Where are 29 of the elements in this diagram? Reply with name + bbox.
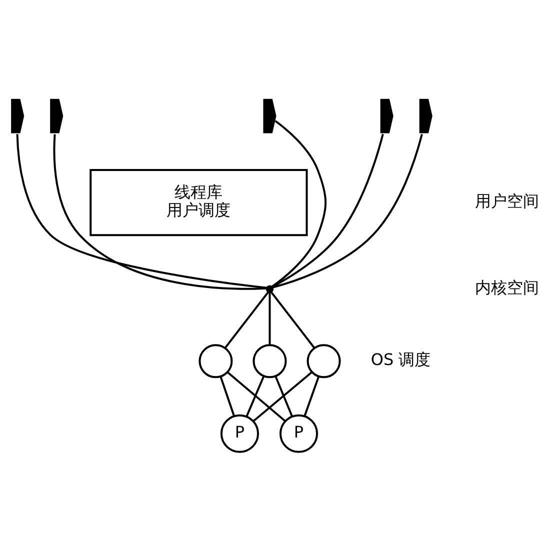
connector xyxy=(272,134,423,288)
node-circle xyxy=(252,344,287,378)
connector xyxy=(246,376,265,417)
label: 用户空间 xyxy=(474,191,539,210)
node-circle: P xyxy=(220,414,259,453)
connector xyxy=(274,376,294,417)
label: OS 调度 xyxy=(370,350,431,369)
connector xyxy=(252,371,312,422)
connector xyxy=(16,134,268,289)
node-squiggle xyxy=(419,98,432,134)
connector xyxy=(220,376,236,416)
node-squiggle xyxy=(50,98,64,134)
connector xyxy=(272,134,384,288)
label: 内核空间 xyxy=(474,278,539,297)
connector xyxy=(270,291,316,349)
connector xyxy=(53,134,266,290)
connector xyxy=(226,372,286,422)
node-circle: P xyxy=(279,414,318,453)
node-box: 线程库 用户调度 xyxy=(90,169,308,236)
node-squiggle xyxy=(263,98,276,134)
connector xyxy=(304,376,320,416)
node-circle xyxy=(306,344,341,378)
node-squiggle xyxy=(11,98,24,134)
connector xyxy=(224,291,270,349)
node-squiggle xyxy=(380,98,394,134)
node-circle xyxy=(198,344,233,378)
connector xyxy=(271,120,327,288)
connector xyxy=(268,292,271,345)
node-point xyxy=(266,285,274,293)
